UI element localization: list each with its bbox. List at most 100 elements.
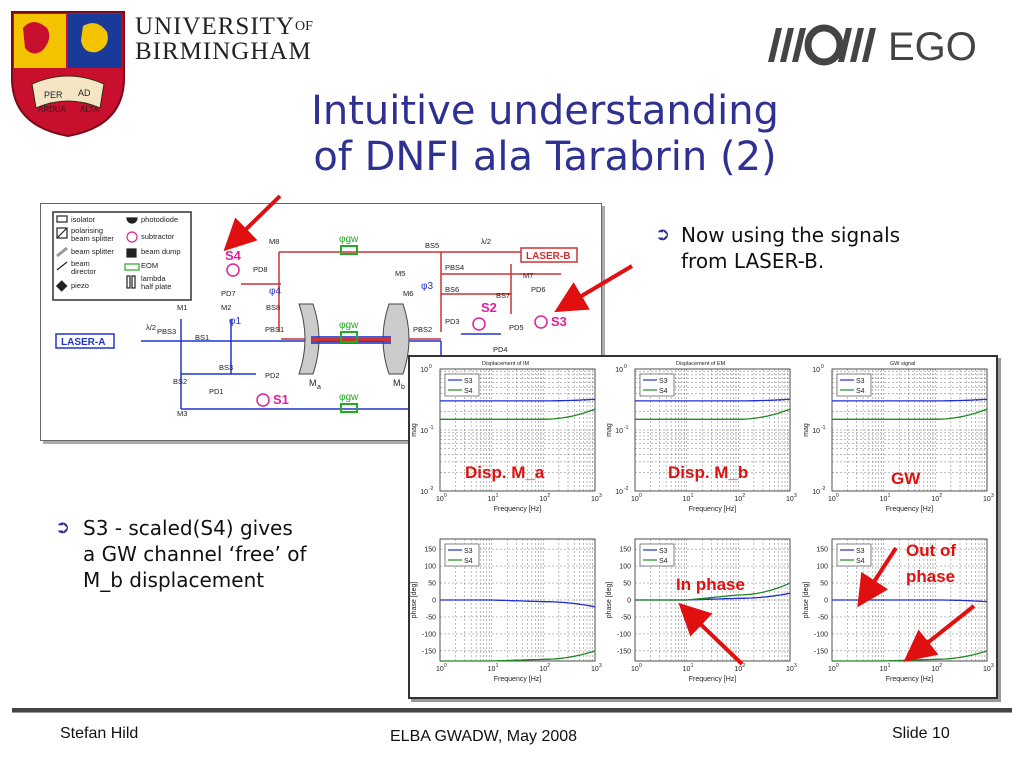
x-tick-label: 10 — [539, 666, 547, 673]
university-line1: UNIVERSITY — [135, 13, 295, 40]
series-line-S3 — [635, 398, 791, 402]
series-line-S4 — [832, 408, 988, 420]
x-axis-label: Frequency [Hz] — [494, 506, 542, 513]
annotation-out-2: phase — [906, 567, 955, 586]
x-axis-label: Frequency [Hz] — [494, 676, 542, 683]
plots-grid: Displacement of IM Displacement of EM GW… — [411, 361, 994, 683]
plots-frame: Displacement of IM Displacement of EM GW… — [408, 355, 998, 699]
label-s4: S4 — [225, 248, 242, 263]
label-pbs1: PBS1 — [265, 325, 284, 334]
legend-entry: S4 — [659, 558, 668, 565]
x-tick-label: 10 — [631, 496, 639, 503]
eom-mid — [340, 331, 358, 343]
laser-a-label: LASER-A — [61, 337, 105, 348]
x-tick-exp: 0 — [444, 663, 447, 669]
x-tick-label: 10 — [734, 496, 742, 503]
x-tick-exp: 1 — [496, 493, 499, 499]
annotation-disp-a: Disp. M_a — [465, 463, 545, 482]
legend-entry: S4 — [659, 388, 668, 395]
label-m6: M6 — [403, 289, 413, 298]
x-tick-exp: 3 — [599, 493, 602, 499]
x-tick-label: 10 — [734, 666, 742, 673]
x-tick-exp: 2 — [547, 663, 550, 669]
legend-bd1: beam — [71, 259, 90, 268]
university-logo: PER AD ARDUA ALTA — [11, 11, 125, 138]
x-tick-exp: 0 — [836, 663, 839, 669]
legend-entry: S3 — [464, 548, 473, 555]
x-tick-label: 10 — [828, 496, 836, 503]
mag-tick-label: 10 — [812, 367, 820, 374]
label-s2: S2 — [481, 300, 497, 315]
series-line-S4 — [635, 408, 791, 420]
label-phi4: φ4 — [269, 286, 281, 297]
x-tick-exp: 3 — [794, 663, 797, 669]
phase-tick-label: 150 — [424, 547, 436, 554]
x-tick-exp: 2 — [939, 493, 942, 499]
phase-tick-label: -150 — [617, 648, 631, 655]
laser-b-label: LASER-B — [526, 251, 570, 262]
series-line-S3 — [440, 398, 596, 402]
plot-title-3: GW signal — [890, 361, 915, 367]
phigw-bottom: φgw — [339, 392, 359, 403]
subtractor-s1 — [256, 393, 270, 407]
series-line-S4 — [635, 582, 791, 601]
label-mb: M — [393, 378, 401, 388]
phase-tick-label: -100 — [814, 631, 828, 638]
series-line-S4 — [440, 408, 596, 420]
ego-logo: EGO — [768, 24, 977, 69]
arrow-s4 — [223, 194, 282, 252]
label-s3: S3 — [551, 314, 567, 329]
phase-tick-label: 100 — [619, 564, 631, 571]
bullet-arrow-icon: ➲ — [55, 517, 71, 538]
label-pd5: PD5 — [509, 323, 524, 332]
annotation-gw: GW — [891, 469, 921, 488]
x-tick-label: 10 — [591, 496, 599, 503]
label-phi3: φ3 — [421, 281, 433, 292]
mag-tick-label: 10 — [615, 367, 623, 374]
label-bs7: BS7 — [496, 291, 510, 300]
phase-tick-label: 100 — [816, 564, 828, 571]
label-lambda-a: λ/2 — [146, 323, 156, 332]
label-pd1: PD1 — [209, 387, 224, 396]
legend-entry: S4 — [856, 388, 865, 395]
legend-entry: S3 — [659, 548, 668, 555]
x-tick-label: 10 — [983, 666, 991, 673]
motto-ardua: ARDUA — [38, 105, 67, 114]
label-bs8: BS8 — [266, 303, 280, 312]
x-tick-label: 10 — [931, 496, 939, 503]
label-ma: M — [309, 378, 317, 388]
phase-tick-label: -50 — [818, 614, 828, 621]
x-tick-label: 10 — [488, 496, 496, 503]
x-tick-exp: 0 — [639, 663, 642, 669]
label-m5: M5 — [395, 269, 405, 278]
phase-tick-label: 0 — [432, 598, 436, 605]
label-pd2: PD2 — [265, 371, 280, 380]
title-line1: Intuitive understanding — [311, 88, 779, 134]
x-tick-exp: 3 — [991, 663, 994, 669]
bullet-arrow-icon: ➲ — [655, 224, 671, 245]
label-pd3: PD3 — [445, 317, 460, 326]
label-s1: S1 — [273, 392, 289, 407]
arrow-in-phase — [678, 602, 744, 666]
legend-piezo: piezo — [71, 281, 89, 290]
mag-tick-exp: -1 — [821, 425, 826, 431]
legend-entry: S4 — [856, 558, 865, 565]
phase-tick-label: -50 — [426, 614, 436, 621]
legend-isolator: isolator — [71, 215, 96, 224]
x-tick-exp: 1 — [691, 493, 694, 499]
phase-tick-label: 50 — [428, 581, 436, 588]
legend-entry: S3 — [856, 548, 865, 555]
x-tick-label: 10 — [436, 666, 444, 673]
mag-tick-exp: -2 — [821, 486, 826, 492]
legend-bs: beam splitter — [71, 247, 114, 256]
x-tick-exp: 0 — [639, 493, 642, 499]
label-bs1: BS1 — [195, 333, 209, 342]
legend-entry: S4 — [464, 388, 473, 395]
x-tick-exp: 2 — [742, 493, 745, 499]
annotation-in-phase: In phase — [676, 575, 745, 594]
footer-rule — [12, 708, 1012, 713]
y-axis-label: phase [deg] — [606, 582, 613, 619]
x-tick-label: 10 — [436, 496, 444, 503]
footer-event: ELBA GWADW, May 2008 — [390, 728, 578, 745]
annotation-disp-b: Disp. M_b — [668, 463, 748, 482]
